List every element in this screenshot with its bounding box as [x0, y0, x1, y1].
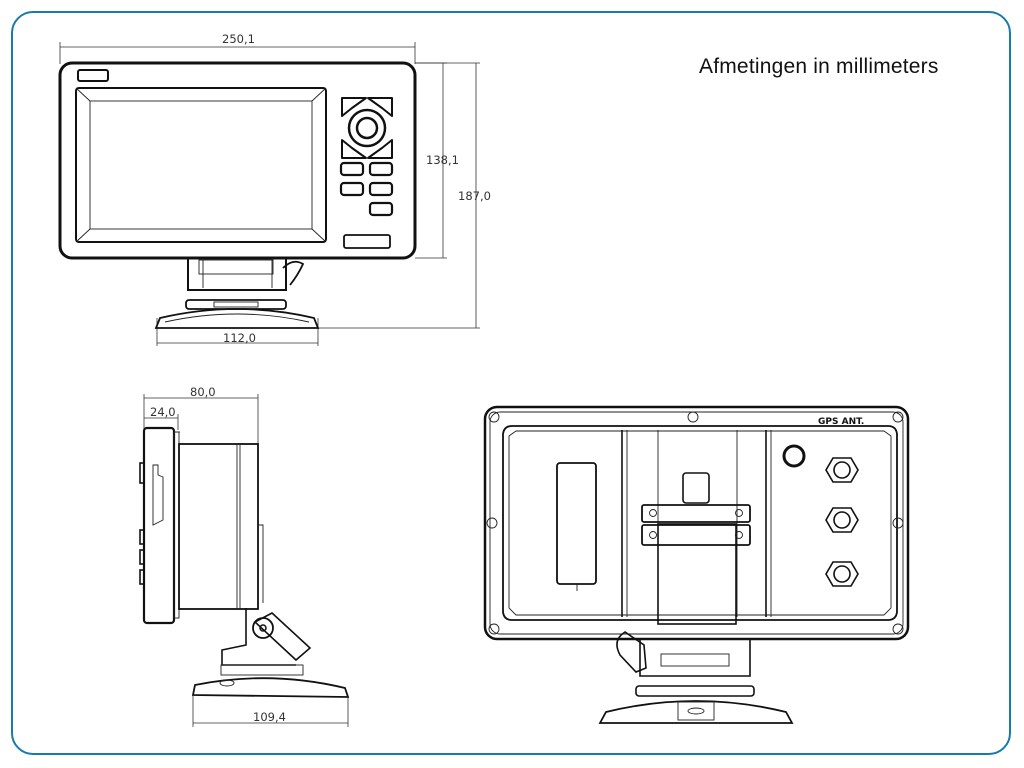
- connector-1: [825, 457, 859, 483]
- dim-side-front-depth: 24,0: [150, 405, 176, 419]
- rear-view: GPS ANT.: [483, 405, 910, 724]
- dim-front-total-height: 187,0: [458, 189, 491, 203]
- dim-front-housing-height: 138,1: [426, 153, 459, 167]
- dim-front-width: 250,1: [222, 32, 255, 46]
- connector-3: [825, 561, 859, 587]
- dim-side-base-width: 109,4: [253, 710, 286, 724]
- dim-side-depth: 80,0: [190, 385, 216, 399]
- side-view: 80,0 24,0 109,4: [139, 385, 350, 727]
- gps-ant-label: GPS ANT.: [818, 417, 864, 427]
- connector-2: [825, 507, 859, 533]
- caption-units: Afmetingen in millimeters: [699, 55, 939, 78]
- front-view: 250,1 138,1 187,0 112,0: [58, 32, 491, 346]
- diagram-frame: [11, 11, 1011, 755]
- dim-front-base-width: 112,0: [223, 331, 256, 345]
